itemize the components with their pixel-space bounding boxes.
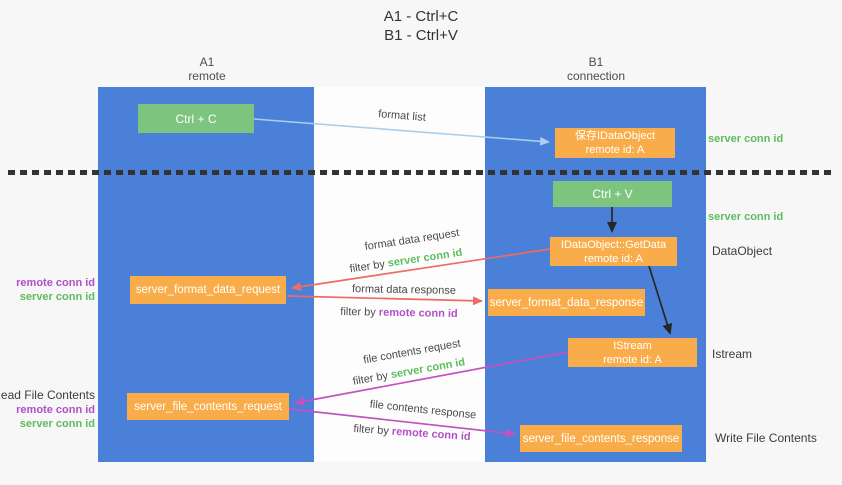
node-format-response: server_format_data_response <box>488 289 645 316</box>
node-file-request: server_file_contents_request <box>127 393 289 420</box>
arrow-file-contents-response <box>288 408 516 438</box>
annotation-write-file-contents: Write File Contents <box>715 431 817 445</box>
lane-header-left: A1 remote <box>127 55 287 83</box>
edge-filter-format-data-response: filter by remote conn id <box>340 306 458 320</box>
annotation-server-conn-id-left-1: server conn id <box>19 291 95 303</box>
getdata-line1: IDataObject::GetData <box>560 238 667 251</box>
istream-line2: remote id: A <box>603 353 662 366</box>
ctrl-c-label: Ctrl + C <box>175 111 217 126</box>
annotation-remote-conn-id-2: remote conn id <box>16 404 95 416</box>
node-ctrl-v: Ctrl + V <box>553 181 672 207</box>
lane-header-right: B1 connection <box>516 55 676 83</box>
format-response-label: server_format_data_response <box>489 296 644 309</box>
lane-left-subtitle: remote <box>188 69 226 83</box>
arrow-getdata-to-istream <box>648 265 673 335</box>
annotation-istream: Istream <box>712 347 753 361</box>
annotation-read-file-contents: Read File Contents <box>0 388 95 402</box>
format-request-label: server_format_data_request <box>135 284 281 296</box>
node-getdata: IDataObject::GetData remote id: A <box>550 237 677 266</box>
filter-by-text-2: filter by <box>340 305 376 319</box>
file-request-label: server_file_contents_request <box>134 400 282 413</box>
node-save-dataobject: 保存IDataObject remote id: A <box>555 128 675 158</box>
node-ctrl-c: Ctrl + C <box>138 104 254 133</box>
annotation-server-conn-id-mid: server conn id <box>708 211 784 223</box>
node-istream: IStream remote id: A <box>568 338 697 367</box>
arrow-format-data-response <box>286 295 483 306</box>
annotation-remote-conn-id-1: remote conn id <box>16 277 95 289</box>
diagram-title: A1 - Ctrl+C B1 - Ctrl+V <box>0 7 842 45</box>
ctrl-v-label: Ctrl + V <box>592 187 633 201</box>
lane-right-title: B1 <box>588 55 604 69</box>
arrow-file-contents-request <box>294 351 569 406</box>
istream-line1: IStream <box>613 339 652 352</box>
getdata-line2: remote id: A <box>584 252 643 265</box>
save-dataobject-line2: remote id: A <box>585 144 645 156</box>
title-line-2: B1 - Ctrl+V <box>384 27 458 44</box>
remote-conn-id-key-1: remote conn id <box>378 306 458 321</box>
annotation-dataobject: DataObject <box>712 244 773 258</box>
annotation-server-conn-id-top: server conn id <box>708 133 784 145</box>
edge-label-format-data-response: format data response <box>351 283 457 297</box>
save-dataobject-line1: 保存IDataObject <box>574 130 656 142</box>
arrow-format-list <box>253 118 550 146</box>
lane-left-title: A1 <box>199 55 215 69</box>
arrow-format-data-request <box>291 248 551 292</box>
filter-by-text-4: filter by <box>353 422 390 438</box>
lane-right-subtitle: connection <box>566 69 626 83</box>
node-file-response: server_file_contents_response <box>520 425 682 452</box>
node-format-request: server_format_data_request <box>130 276 286 304</box>
lane-gap <box>314 87 485 462</box>
file-response-label: server_file_contents_response <box>522 432 680 445</box>
title-line-1: A1 - Ctrl+C <box>383 8 459 25</box>
annotation-server-conn-id-left-2: server conn id <box>19 418 95 430</box>
dotted-divider <box>8 170 836 175</box>
